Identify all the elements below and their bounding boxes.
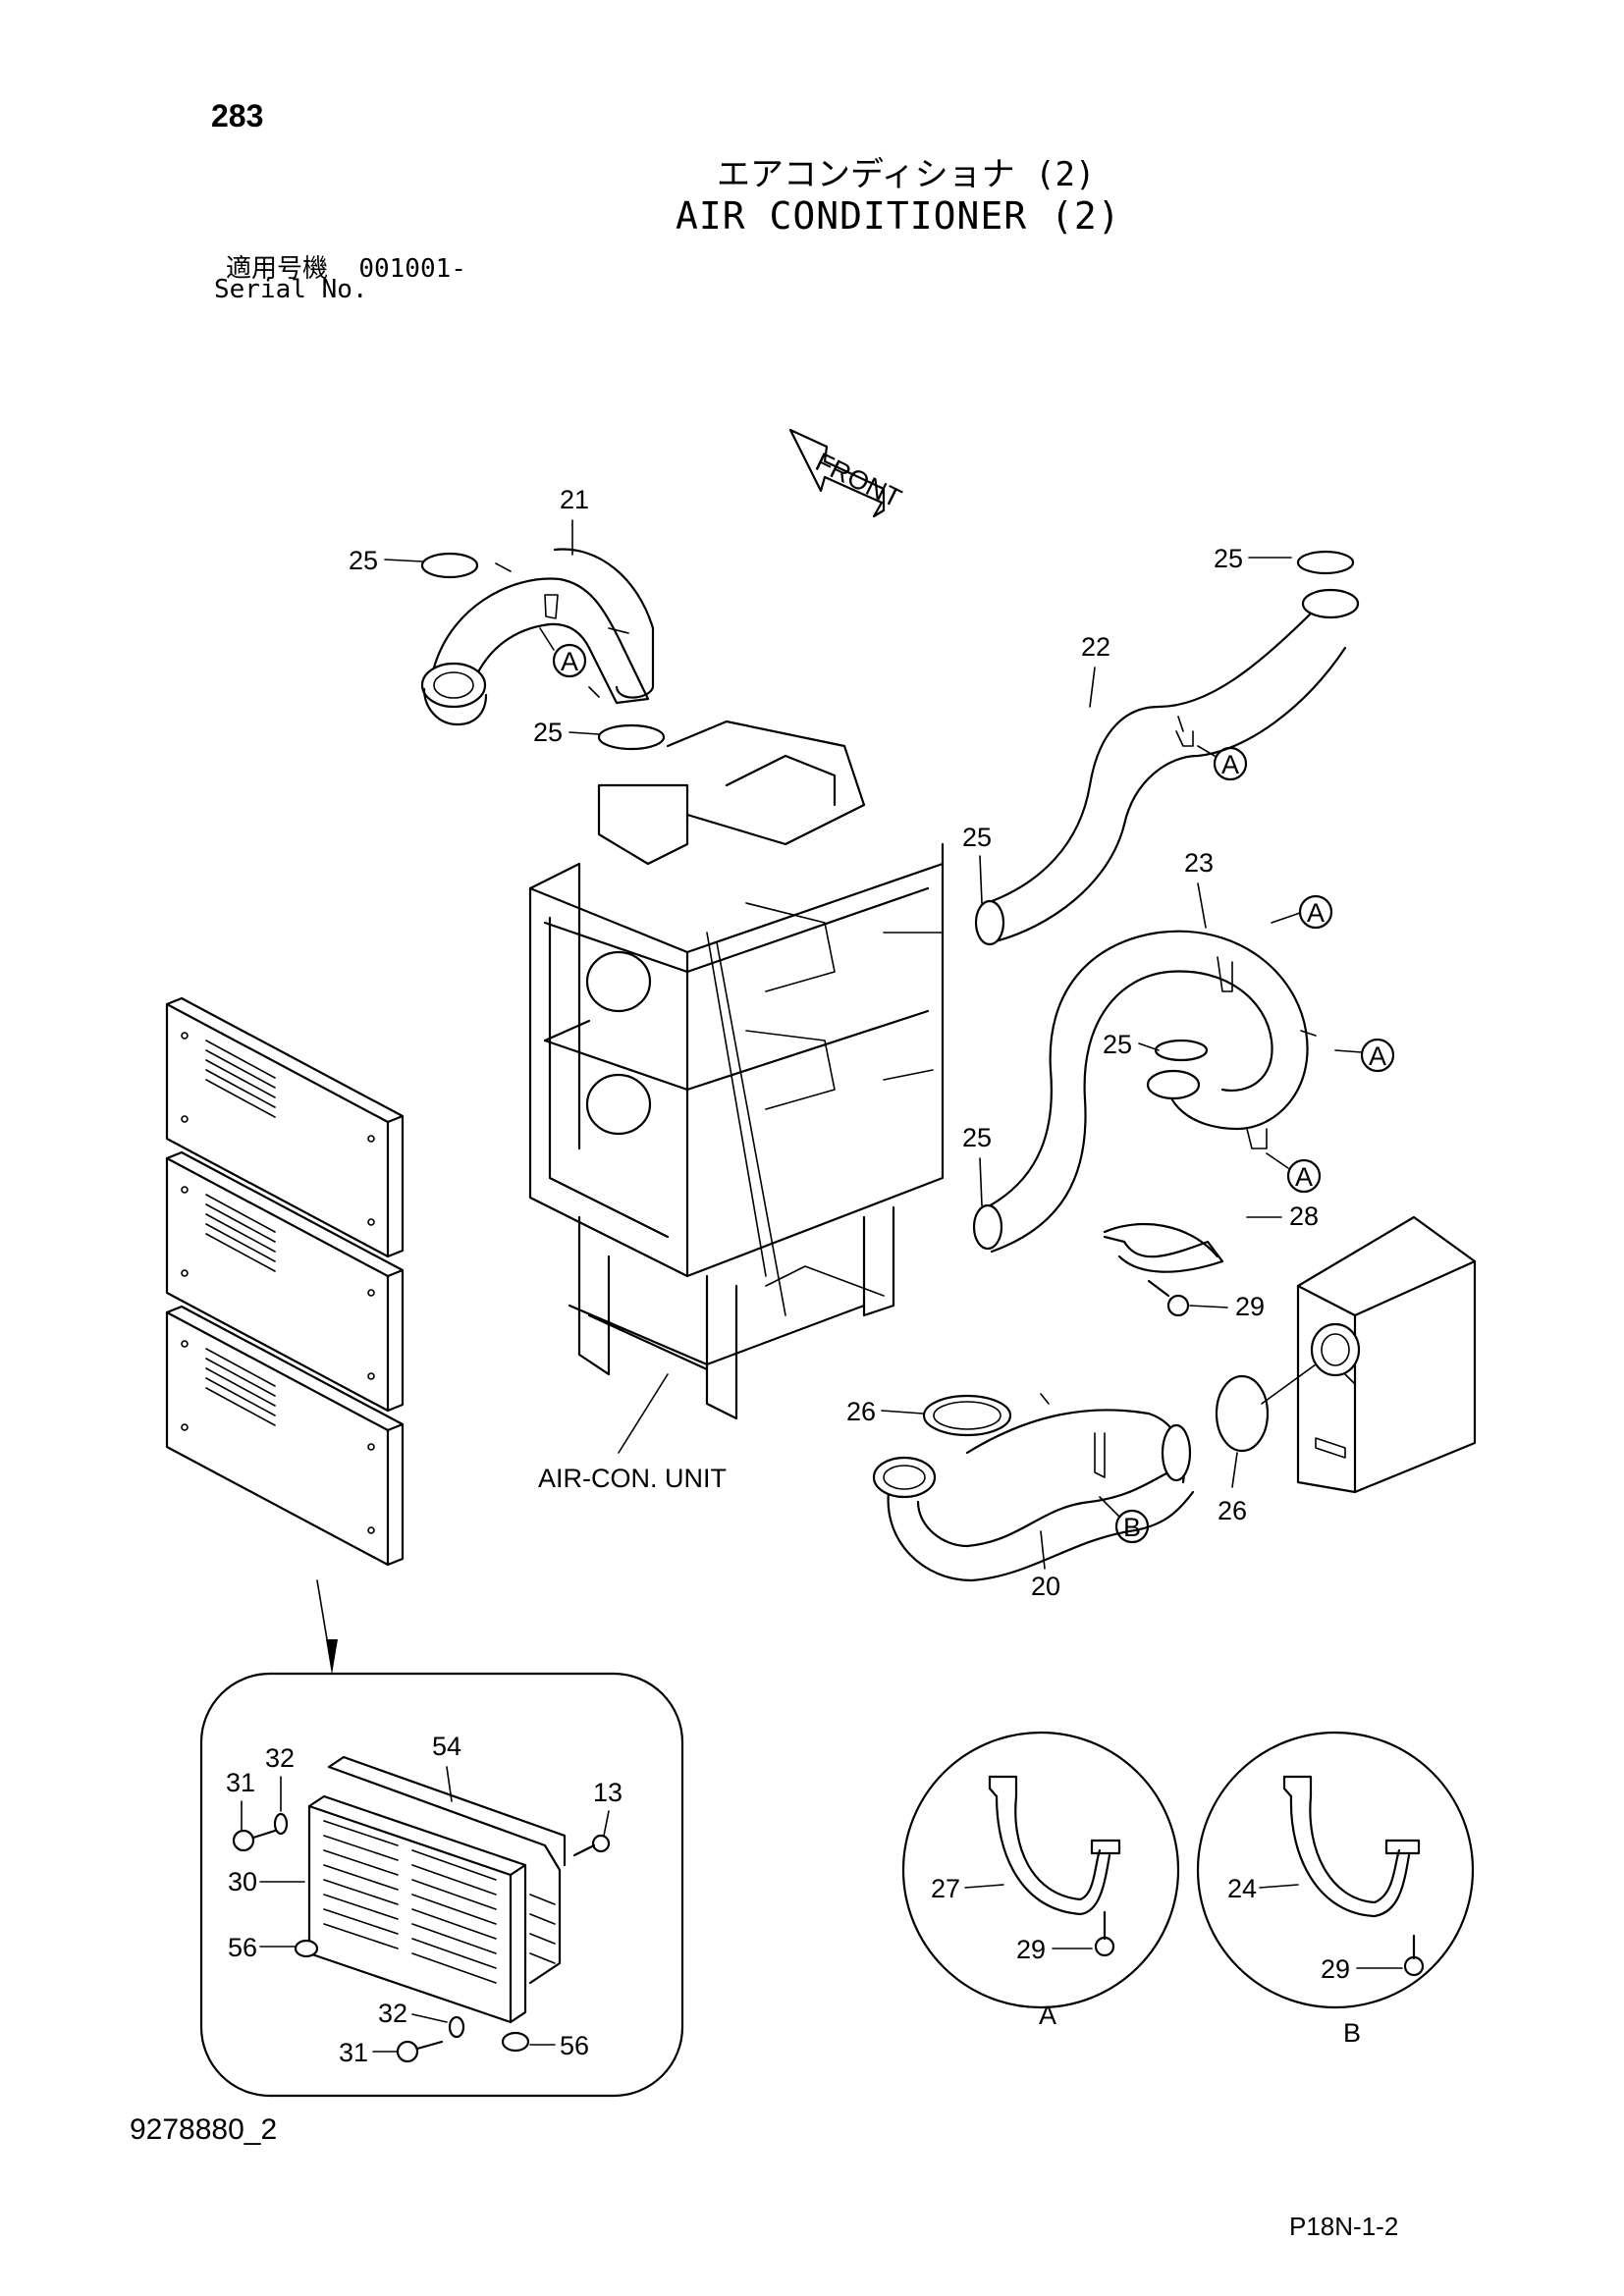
clip-27: [988, 1775, 1121, 1916]
screw-31-a: [232, 1829, 277, 1852]
document-id: 9278880_2: [130, 2113, 278, 2146]
screw-31-b: [396, 2040, 444, 2063]
callout-30: 30: [228, 1867, 257, 1896]
detail-b-circle: [1196, 1731, 1475, 2009]
blower-box: [1296, 1215, 1477, 1494]
callout-25-c: 25: [1214, 544, 1243, 573]
callout-21: 21: [560, 485, 589, 514]
washer-32-b: [448, 2015, 465, 2039]
serial-label-jp: 適用号機: [226, 254, 329, 284]
callout-25-f: 25: [962, 1123, 992, 1152]
callout-29: 29: [1235, 1292, 1265, 1321]
callout-29-b: 29: [1321, 1954, 1350, 1984]
callout-26-b: 26: [1218, 1496, 1247, 1525]
detail-a-circle: [901, 1731, 1180, 2009]
ref-a-3: A: [1307, 898, 1325, 928]
serial-value: 001001-: [358, 254, 466, 284]
callout-54: 54: [432, 1732, 461, 1761]
callout-25-e: 25: [1103, 1030, 1132, 1059]
callout-28: 28: [1289, 1201, 1319, 1231]
ref-a-2: A: [1221, 750, 1239, 779]
aircon-unit: [528, 627, 945, 1420]
front-label: FRONT: [811, 447, 906, 513]
ref-b-1: B: [1123, 1513, 1141, 1542]
callout-29-a: 29: [1016, 1935, 1046, 1964]
callout-32-a: 32: [265, 1743, 295, 1773]
callout-56-b: 56: [560, 2031, 589, 2060]
grommet-56-b: [501, 2031, 530, 2053]
clamp-25-b: [597, 723, 666, 751]
detail-a-label: A: [1039, 2001, 1056, 2030]
duct-22: [974, 550, 1360, 946]
grommet-56-a: [294, 1939, 319, 1958]
callout-31-a: 31: [226, 1768, 255, 1797]
callout-13: 13: [593, 1778, 623, 1807]
panel-stack: [165, 996, 405, 1675]
callout-25-b: 25: [533, 718, 563, 747]
page-reference: P18N-1-2: [1289, 2212, 1399, 2241]
bolt-29: [1147, 1279, 1190, 1317]
ref-a-5: A: [1295, 1162, 1313, 1192]
detail-b-label: B: [1343, 2018, 1361, 2048]
washer-32-a: [273, 1812, 289, 1836]
callout-56-a: 56: [228, 1933, 257, 1962]
callout-31-b: 31: [339, 2038, 368, 2067]
serial-label-en: Serial No.: [214, 275, 368, 304]
bolt-29-b: [1403, 1934, 1425, 1977]
callout-24: 24: [1227, 1874, 1257, 1903]
bracket-28: [1103, 1222, 1224, 1273]
callout-32-b: 32: [378, 1999, 407, 2028]
callout-26-a: 26: [846, 1397, 876, 1426]
grille-assembly: [307, 1755, 567, 2024]
callout-25-a: 25: [349, 546, 378, 575]
title-english: AIR CONDITIONER (2): [676, 194, 1121, 238]
callout-27: 27: [931, 1874, 960, 1903]
bolt-29-a: [1094, 1910, 1115, 1957]
callout-25-d: 25: [962, 823, 992, 852]
title-japanese: エアコンディショナ (2): [717, 155, 1096, 194]
duct-20: [872, 1363, 1317, 1582]
callout-20: 20: [1031, 1572, 1060, 1601]
page-number: 283: [211, 98, 264, 133]
screw-13: [572, 1834, 611, 1857]
detail-panel-box: [199, 1672, 684, 2098]
clip-24: [1282, 1775, 1421, 1918]
front-arrow: FRONT: [788, 428, 906, 518]
callout-22: 22: [1081, 632, 1110, 662]
duct-21: [420, 548, 655, 726]
unit-label: AIR-CON. UNIT: [538, 1464, 727, 1493]
ref-a-1: A: [561, 647, 578, 676]
duct-23: [972, 930, 1317, 1254]
serial-line: 適用号機 001001-: [226, 248, 466, 285]
ref-a-4: A: [1369, 1041, 1386, 1071]
callout-23: 23: [1184, 848, 1214, 878]
